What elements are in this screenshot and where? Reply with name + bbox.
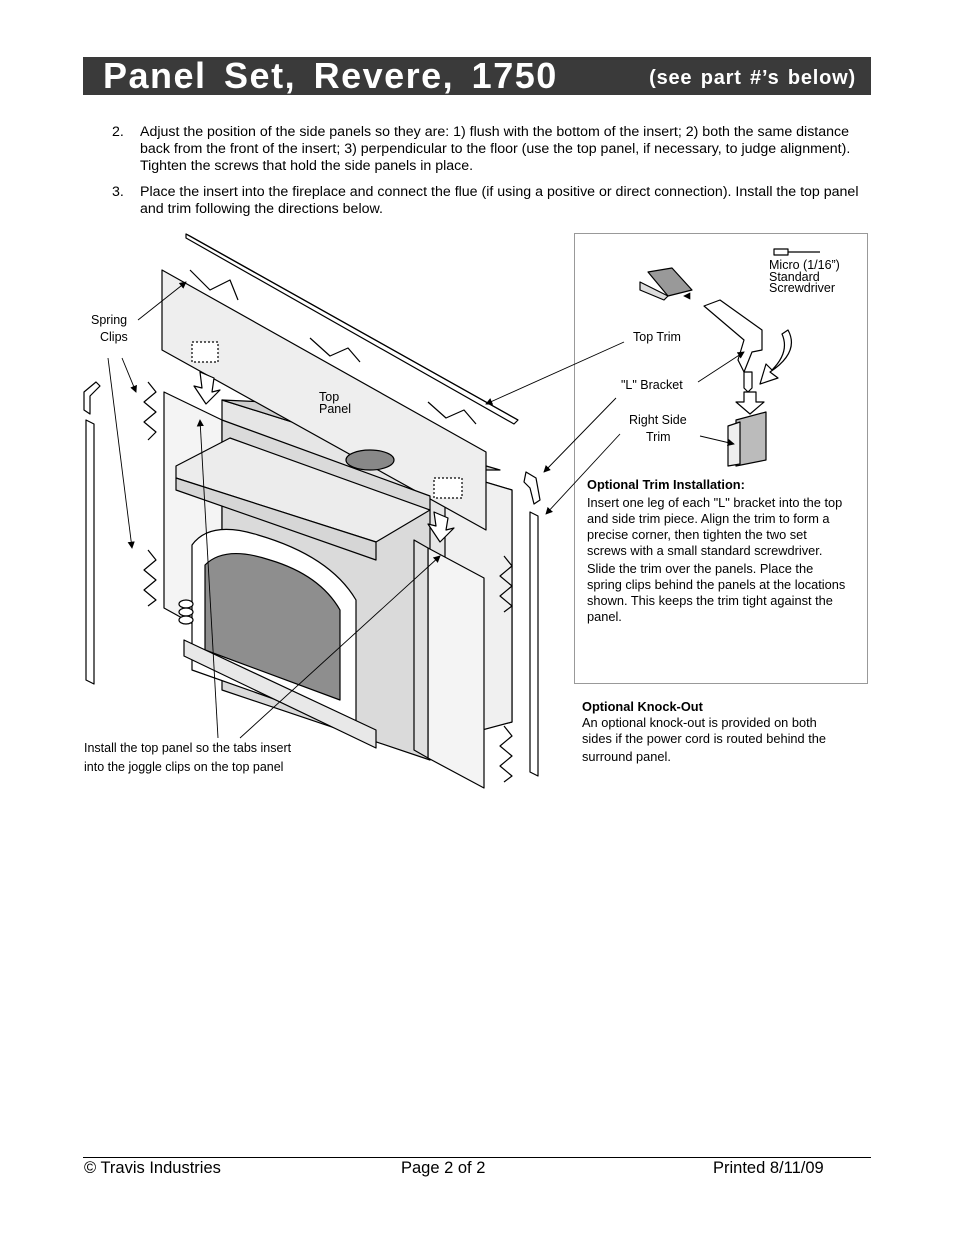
optional-trim-line: Insert one leg of each "L" bracket into …	[587, 495, 843, 510]
knockout-heading: Optional Knock-Out	[582, 699, 703, 714]
page-title: Panel Set, Revere, 1750	[103, 55, 558, 96]
spring-clips	[143, 381, 513, 783]
knockout-line: surround panel.	[582, 749, 671, 764]
install-note-line-2: into the joggle clips on the top panel	[84, 760, 284, 774]
page-subtitle: (see part #’s below)	[649, 67, 856, 89]
top-panel	[161, 269, 487, 531]
spring-clips-label-1: Spring	[91, 313, 128, 327]
callout-side-trim	[727, 411, 767, 467]
footer-page-number: Page 2 of 2	[401, 1159, 486, 1177]
right-side-trim-label-1: Right Side	[629, 413, 687, 427]
top-trim-strip	[185, 233, 519, 425]
step-number: 2.	[112, 124, 124, 140]
step-text: Adjust the position of the side panels s…	[140, 124, 851, 174]
optional-trim-heading: Optional Trim Installation:	[587, 477, 745, 492]
right-side-trim-label-2: Trim	[646, 430, 671, 444]
knockout-line: An optional knock-out is provided on bot…	[582, 715, 817, 730]
title-bar: Panel Set, Revere, 1750 (see part #’s be…	[83, 57, 871, 95]
footer-printed-date: Printed 8/11/09	[713, 1159, 824, 1177]
screwdriver-label-1: Micro (1/16”)	[769, 258, 840, 272]
callout-down-arrow	[735, 391, 765, 415]
step-number: 3.	[112, 184, 124, 200]
top-panel-label-1: Top	[319, 390, 340, 404]
optional-trim-line: and side trim piece. Align the trim to f…	[587, 511, 830, 526]
top-panel-label-2: Panel	[319, 402, 351, 416]
stove-insert	[175, 419, 431, 761]
optional-trim-line: precise corner, then tighten the two set	[587, 527, 807, 542]
trim-callout-box	[574, 233, 868, 684]
handle-spring	[178, 599, 194, 625]
l-bracket-label: "L" Bracket	[621, 378, 683, 392]
tab-arrows	[193, 371, 455, 543]
screwdriver-label-3: Screwdriver	[769, 281, 835, 295]
left-side-trim	[83, 381, 101, 685]
step-3: 3. Place the insert into the fireplace a…	[112, 184, 872, 220]
optional-trim-line: Slide the trim over the panels. Place th…	[587, 561, 814, 576]
top-trim-label: Top Trim	[633, 330, 681, 344]
callout-top-trim	[639, 267, 693, 301]
callout-l-bracket	[703, 299, 763, 393]
screwdriver-label-2: Standard	[769, 270, 820, 284]
screwdriver	[773, 248, 820, 256]
step-text: Place the insert into the fireplace and …	[140, 184, 859, 217]
footer-copyright: © Travis Industries	[84, 1159, 221, 1177]
right-side-trim	[523, 471, 541, 777]
step-2: 2. Adjust the position of the side panel…	[112, 124, 872, 176]
optional-trim-line: panel.	[587, 609, 622, 624]
callout-curved-arrow	[759, 329, 792, 385]
optional-trim-line: spring clips behind the panels at the lo…	[587, 577, 846, 592]
optional-trim-line: shown. This keeps the trim tight against…	[587, 593, 833, 608]
knockout-line: sides if the power cord is routed behind…	[582, 731, 826, 746]
install-note-line-1: Install the top panel so the tabs insert	[84, 741, 292, 755]
right-side-panel	[413, 539, 485, 789]
footer-rule	[83, 1157, 871, 1158]
optional-trim-line: screws with a small standard screwdriver…	[587, 543, 823, 558]
spring-clips-label-2: Clips	[100, 330, 128, 344]
leader-lines	[107, 281, 745, 739]
